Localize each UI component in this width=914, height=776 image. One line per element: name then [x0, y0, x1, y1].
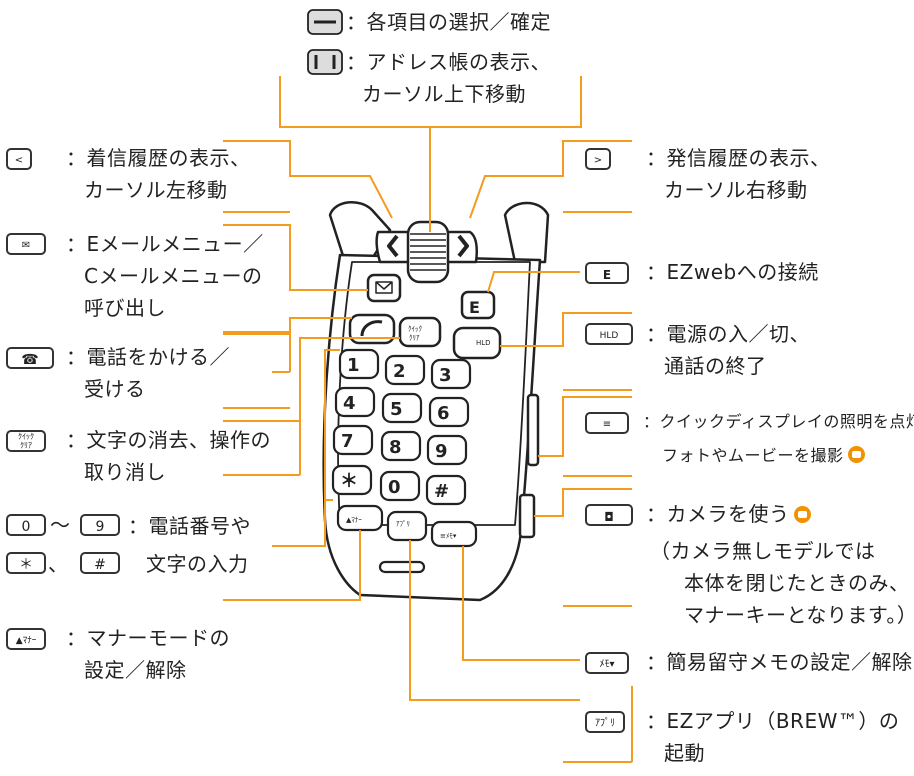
left-item-call: ：電話をかける／ [66, 345, 230, 369]
svg-text:4: 4 [343, 393, 356, 414]
right-item-camera-note-3: マナーキーとなります。） [684, 603, 914, 627]
left-item-email-menu-line2: Cメールメニューの [84, 264, 263, 288]
svg-text:0: 0 [388, 477, 401, 498]
right-item-power: ：電源の入／切、 [646, 322, 810, 346]
camera-accent-icon [793, 506, 811, 523]
left-item-number-input: ：電話番号や [128, 514, 251, 538]
svg-text:HLD: HLD [476, 339, 491, 347]
right-item-camera-note-1: （カメラ無しモデルでは [650, 539, 876, 563]
right-key-icon: > [585, 148, 611, 170]
right-item-outgoing-history-line2: カーソル右移動 [664, 178, 808, 202]
side-key-icon: ≡ [585, 412, 629, 434]
right-item-memo: ：簡易留守メモの設定／解除 [646, 650, 913, 674]
range-separator: 〜 [50, 513, 71, 537]
left-item-incoming-history-line2: カーソル左移動 [84, 178, 228, 202]
end-key-icon: HLD [585, 323, 633, 345]
left-key-icon: < [6, 148, 32, 170]
svg-text:1: 1 [347, 355, 360, 376]
left-item-number-input-line2: 文字の入力 [146, 552, 249, 576]
svg-text:8: 8 [389, 437, 402, 458]
svg-text:9: 9 [435, 441, 448, 462]
svg-text:ｱﾌﾟﾘ: ｱﾌﾟﾘ [396, 520, 410, 528]
top-item-address-book: ：アドレス帳の表示、 [346, 50, 551, 74]
hash-key-icon: # [80, 552, 120, 574]
right-item-quick-display-line2: フォトやムービーを撮影 [662, 440, 865, 472]
nine-key-icon: 9 [80, 514, 120, 536]
phone-key-numerals: 1 2 3 4 5 6 7 8 9 ＊ 0 # E [340, 298, 480, 502]
left-item-manner-mode: ：マナーモードの [66, 626, 230, 650]
right-item-outgoing-history: ：発信履歴の表示、 [646, 146, 831, 170]
right-item-ezapp: ：EZアプリ（BREW™）の [646, 709, 900, 733]
right-item-ezweb: ：EZwebへの接続 [646, 260, 819, 284]
leader-lines [223, 76, 633, 763]
right-item-quick-display: ：クイックディスプレイの照明を点灯、 [643, 412, 914, 431]
right-item-power-line2: 通話の終了 [664, 354, 767, 378]
left-item-email-menu: ：Eメールメニュー／ [66, 232, 264, 256]
top-item-select-confirm: ：各項目の選択／確定 [346, 10, 551, 34]
svg-text:#: # [434, 481, 449, 502]
svg-text:2: 2 [393, 361, 406, 382]
clear-key-icon: ｸｲｯｸ ｸﾘｱ [6, 430, 46, 452]
top-item-address-book-line2: カーソル上下移動 [362, 82, 526, 106]
mail-key-icon: ✉ [6, 233, 46, 255]
left-item-manner-mode-line2: 設定／解除 [84, 658, 187, 682]
star-key-icon: ＊ [6, 552, 46, 574]
left-item-clear: ：文字の消去、操作の [66, 428, 271, 452]
left-item-email-menu-line3: 呼び出し [84, 296, 166, 320]
camera-key-icon: ◘ [585, 504, 633, 526]
svg-text:E: E [469, 298, 480, 317]
left-item-call-line2: 受ける [84, 377, 146, 401]
memo-key-icon: ﾒﾓ▾ [585, 652, 629, 674]
camera-accent-icon [847, 446, 865, 463]
call-key-icon: ☎ [6, 347, 54, 369]
ezweb-key-icon: E [585, 262, 629, 284]
svg-text:▲ﾏﾅｰ: ▲ﾏﾅｰ [346, 516, 362, 524]
svg-text:＊: ＊ [340, 471, 358, 492]
app-key-icon: ｱﾌﾟﾘ [585, 711, 625, 733]
svg-text:6: 6 [437, 403, 450, 424]
svg-text:5: 5 [390, 399, 403, 420]
comma-separator: 、 [48, 552, 69, 576]
right-item-camera-note-2: 本体を閉じたときのみ、 [684, 571, 910, 595]
right-item-ezapp-line2: 起動 [664, 741, 705, 765]
right-item-camera: ：カメラを使う [646, 498, 811, 530]
manner-key-icon: ▲ﾏﾅｰ [6, 628, 46, 650]
nav-up-down-icon [307, 9, 343, 35]
nav-left-right-icon [307, 49, 343, 75]
left-item-incoming-history: ：着信履歴の表示、 [66, 146, 251, 170]
svg-text:≡ﾒﾓ▾: ≡ﾒﾓ▾ [440, 532, 457, 540]
left-item-clear-line2: 取り消し [84, 460, 166, 484]
zero-key-icon: 0 [6, 514, 46, 536]
svg-text:7: 7 [341, 431, 354, 452]
phone-illustration [322, 201, 550, 602]
svg-text:ｸﾘｱ: ｸﾘｱ [409, 334, 420, 342]
svg-text:ｸｲｯｸ: ｸｲｯｸ [408, 325, 422, 333]
svg-text:3: 3 [439, 365, 452, 386]
